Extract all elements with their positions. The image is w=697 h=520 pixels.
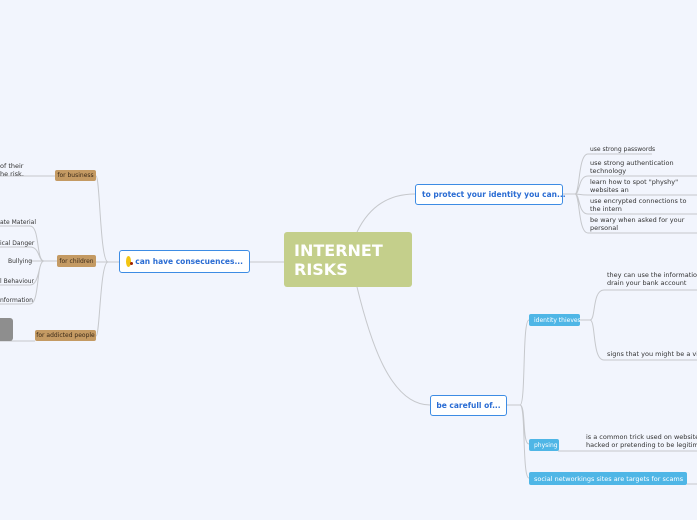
identity-line: drain your bank account [607, 279, 687, 287]
topic-protect-identity[interactable]: to protect your identity you can... [415, 184, 566, 205]
protect-item[interactable]: use strong authentication technology [590, 159, 674, 175]
protect-item[interactable]: use strong passwords [590, 146, 656, 153]
children-item[interactable]: ical Danger [0, 240, 35, 247]
children-item[interactable]: nformation [0, 297, 33, 304]
protect-item[interactable]: use encrypted connections to the intern [590, 197, 687, 213]
protect-item[interactable]: learn how to spot "physhy" websites an [590, 178, 679, 194]
children-item[interactable]: ate Material [0, 219, 37, 226]
physing-line: hacked or pretending to be legitim [586, 441, 697, 449]
physing-line: is a common trick used on website [586, 433, 697, 441]
topic-label: can have consecuences... [135, 257, 243, 266]
tag-for-business[interactable]: for business [55, 170, 96, 181]
subtopic-social-networking[interactable]: social networkings sites are targets for… [529, 472, 687, 485]
tag-for-addicted-people[interactable]: for addicted people [35, 330, 96, 341]
business-line: he risk. [0, 170, 24, 178]
identity-item[interactable]: signs that you might be a vi [607, 350, 697, 358]
tag-for-children[interactable]: for children [57, 255, 96, 267]
identity-line: they can use the informatio [607, 271, 697, 279]
subtopic-physing[interactable]: physing [529, 439, 559, 451]
topic-be-careful[interactable]: be carefull of... [430, 395, 507, 416]
children-item[interactable]: l Behaviour [0, 278, 35, 285]
surprised-face-icon [126, 256, 134, 267]
topic-consequences[interactable]: can have consecuences... [119, 250, 250, 273]
children-item[interactable]: Bullying [8, 258, 33, 265]
image-thumbnail[interactable] [0, 318, 13, 341]
business-line: of their [0, 162, 24, 170]
subtopic-identity-thieves[interactable]: identity thieves [529, 314, 581, 326]
protect-item[interactable]: be wary when asked for your personal [590, 216, 685, 232]
central-topic[interactable]: INTERNET RISKS [284, 232, 412, 287]
